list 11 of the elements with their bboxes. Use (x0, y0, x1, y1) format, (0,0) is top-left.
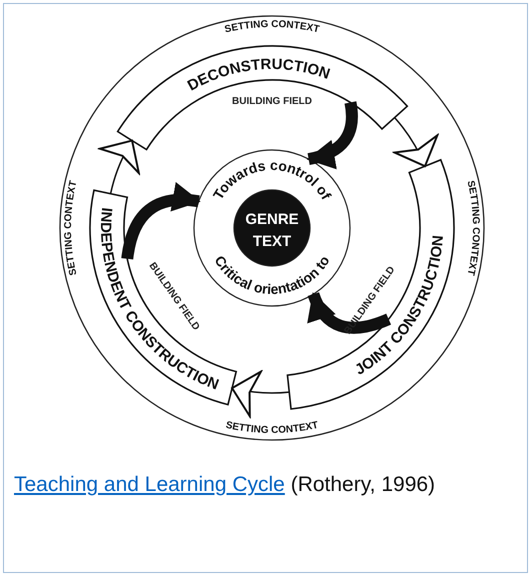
curved-arrow (308, 292, 391, 334)
cycle-arrow (99, 140, 142, 194)
field-label: BUILDING FIELD (232, 96, 312, 107)
cycle-arrow (231, 369, 290, 416)
caption-link: Teaching and Learning Cycle (14, 473, 285, 496)
center-label: GENRE TEXT (245, 211, 299, 250)
context-label: SETTING CONTEXT (224, 420, 320, 436)
stage-band (116, 45, 408, 150)
caption-citation: (Rothery, 1996) (290, 473, 436, 496)
context-label: SETTING CONTEXT (224, 18, 320, 36)
cycle-arrow (393, 117, 437, 168)
